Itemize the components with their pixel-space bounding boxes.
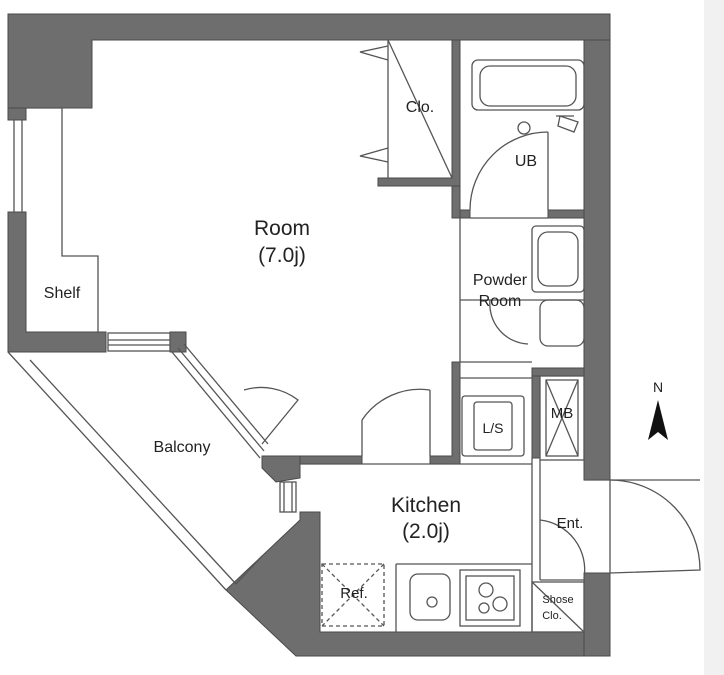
floor-plan: Room (7.0j) Clo. UB Powder Room Shelf Ba… (7, 13, 701, 657)
wall-bottom-angled (225, 511, 585, 657)
wall-left-top (7, 107, 27, 121)
wall-right (583, 39, 611, 481)
wall-kitchen-top (299, 455, 363, 465)
wall-bath-left (451, 185, 461, 219)
compass-north-label: N (653, 379, 663, 395)
entrance-label: Ent. (557, 515, 584, 532)
powder-room-label-1: Powder (473, 272, 528, 289)
kitchen-label: Kitchen (391, 494, 461, 517)
meter-box-label: MB (551, 405, 574, 422)
wall-powder-left (429, 361, 461, 465)
room-size-label: (7.0j) (258, 244, 306, 267)
labels: Room (7.0j) Clo. UB Powder Room Shelf Ba… (44, 99, 663, 622)
wall-mb-top (531, 367, 585, 377)
shoe-closet-label-1: Shose (542, 594, 573, 606)
wall-kitchen-left (261, 455, 301, 483)
wall-bath-bottom-right (547, 209, 585, 219)
compass (648, 400, 668, 440)
wall-mb-left (531, 367, 541, 459)
closet-label: Clo. (406, 99, 434, 116)
balcony-label: Balcony (154, 439, 211, 456)
wall-left (7, 211, 107, 353)
wall-right-lower (583, 572, 611, 657)
powder-room-label-2: Room (479, 293, 522, 310)
thin-lines (7, 39, 701, 633)
refrigerator-label: Ref. (340, 585, 368, 602)
shelf-label: Shelf (44, 285, 81, 302)
wall-bath-bottom (459, 209, 471, 219)
shoe-closet-label-2: Clo. (542, 610, 562, 622)
kitchen-size-label: (2.0j) (402, 520, 450, 543)
wall-top (7, 13, 611, 109)
laundry-space-label: L/S (482, 420, 503, 436)
room-label: Room (254, 217, 310, 240)
side-panel (704, 0, 724, 675)
north-arrow-icon (648, 400, 668, 440)
unit-bath-label: UB (515, 153, 537, 170)
